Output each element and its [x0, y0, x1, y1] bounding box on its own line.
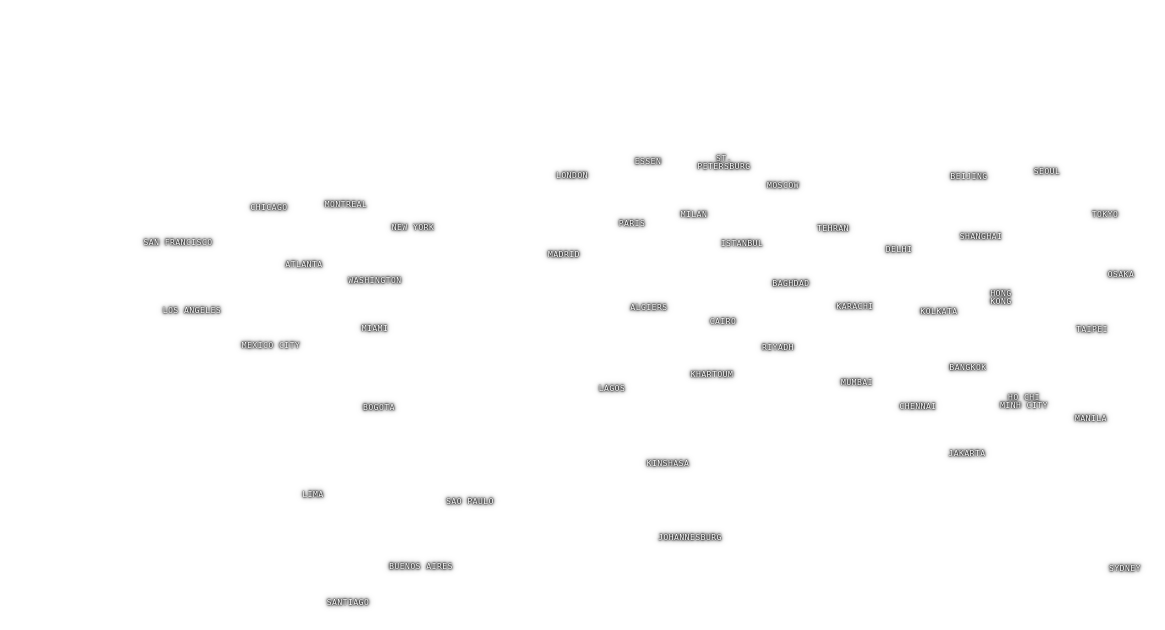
- city-label-bangkok[interactable]: BANGKOK: [949, 363, 987, 372]
- city-label-algiers[interactable]: ALGIERS: [630, 303, 668, 312]
- city-label-st-petersburg[interactable]: ST. PETERSBURG: [697, 154, 751, 171]
- city-label-beijing[interactable]: BEIJING: [950, 172, 988, 181]
- city-label-taipei[interactable]: TAIPEI: [1076, 325, 1108, 334]
- city-label-shanghai[interactable]: SHANGHAI: [959, 232, 1003, 241]
- city-label-bogota[interactable]: BOGOTA: [363, 403, 395, 412]
- city-label-atlanta[interactable]: ATLANTA: [285, 260, 323, 269]
- city-label-lima[interactable]: LIMA: [302, 490, 324, 499]
- city-label-manila[interactable]: MANILA: [1075, 414, 1107, 423]
- city-label-riyadh[interactable]: RIYADH: [762, 343, 794, 352]
- city-label-lagos[interactable]: LAGOS: [598, 384, 626, 393]
- city-label-jakarta[interactable]: JAKARTA: [948, 449, 986, 458]
- city-label-miami[interactable]: MIAMI: [361, 324, 389, 333]
- city-label-istanbul[interactable]: ISTANBUL: [720, 239, 764, 248]
- city-label-kinshasa[interactable]: KINSHASA: [646, 459, 690, 468]
- city-label-madrid[interactable]: MADRID: [548, 250, 580, 259]
- city-label-karachi[interactable]: KARACHI: [836, 302, 874, 311]
- city-label-khartoum[interactable]: KHARTOUM: [690, 370, 734, 379]
- city-label-sao-paulo[interactable]: SAO PAULO: [446, 497, 494, 506]
- city-label-seoul[interactable]: SEOUL: [1033, 167, 1061, 176]
- city-label-hong-kong[interactable]: HONG KONG: [990, 289, 1012, 306]
- city-label-milan[interactable]: MILAN: [680, 210, 708, 219]
- city-label-chennai[interactable]: CHENNAI: [899, 402, 937, 411]
- city-label-mexico-city[interactable]: MEXICO CITY: [241, 341, 301, 350]
- city-label-tokyo[interactable]: TOKYO: [1091, 210, 1119, 219]
- city-label-tehran[interactable]: TEHRAN: [817, 224, 849, 233]
- city-label-ho-chi-minh-city[interactable]: HO CHI MINH CITY: [1000, 393, 1048, 410]
- city-label-cairo[interactable]: CAIRO: [709, 317, 737, 326]
- city-label-london[interactable]: LONDON: [556, 171, 588, 180]
- city-label-sydney[interactable]: SYDNEY: [1109, 564, 1141, 573]
- city-label-los-angeles[interactable]: LOS ANGELES: [162, 306, 222, 315]
- city-label-washington[interactable]: WASHINGTON: [348, 276, 402, 285]
- city-label-baghdad[interactable]: BAGHDAD: [772, 279, 810, 288]
- city-label-delhi[interactable]: DELHI: [885, 245, 913, 254]
- city-label-kolkata[interactable]: KOLKATA: [920, 307, 958, 316]
- city-label-paris[interactable]: PARIS: [618, 219, 646, 228]
- city-label-mumbai[interactable]: MUMBAI: [841, 378, 873, 387]
- city-label-san-francisco[interactable]: SAN FRANCISCO: [143, 238, 213, 247]
- city-label-johannesburg[interactable]: JOHANNESBURG: [658, 533, 722, 542]
- city-label-montreal[interactable]: MONTREAL: [324, 200, 368, 209]
- city-label-osaka[interactable]: OSAKA: [1107, 270, 1135, 279]
- city-label-new-york[interactable]: NEW YORK: [391, 223, 435, 232]
- city-label-moscow[interactable]: MOSCOW: [767, 181, 799, 190]
- city-label-santiago[interactable]: SANTIAGO: [326, 598, 370, 607]
- city-label-buenos-aires[interactable]: BUENOS AIRES: [389, 562, 453, 571]
- city-label-chicago[interactable]: CHICAGO: [250, 203, 288, 212]
- city-label-essen[interactable]: ESSEN: [634, 157, 662, 166]
